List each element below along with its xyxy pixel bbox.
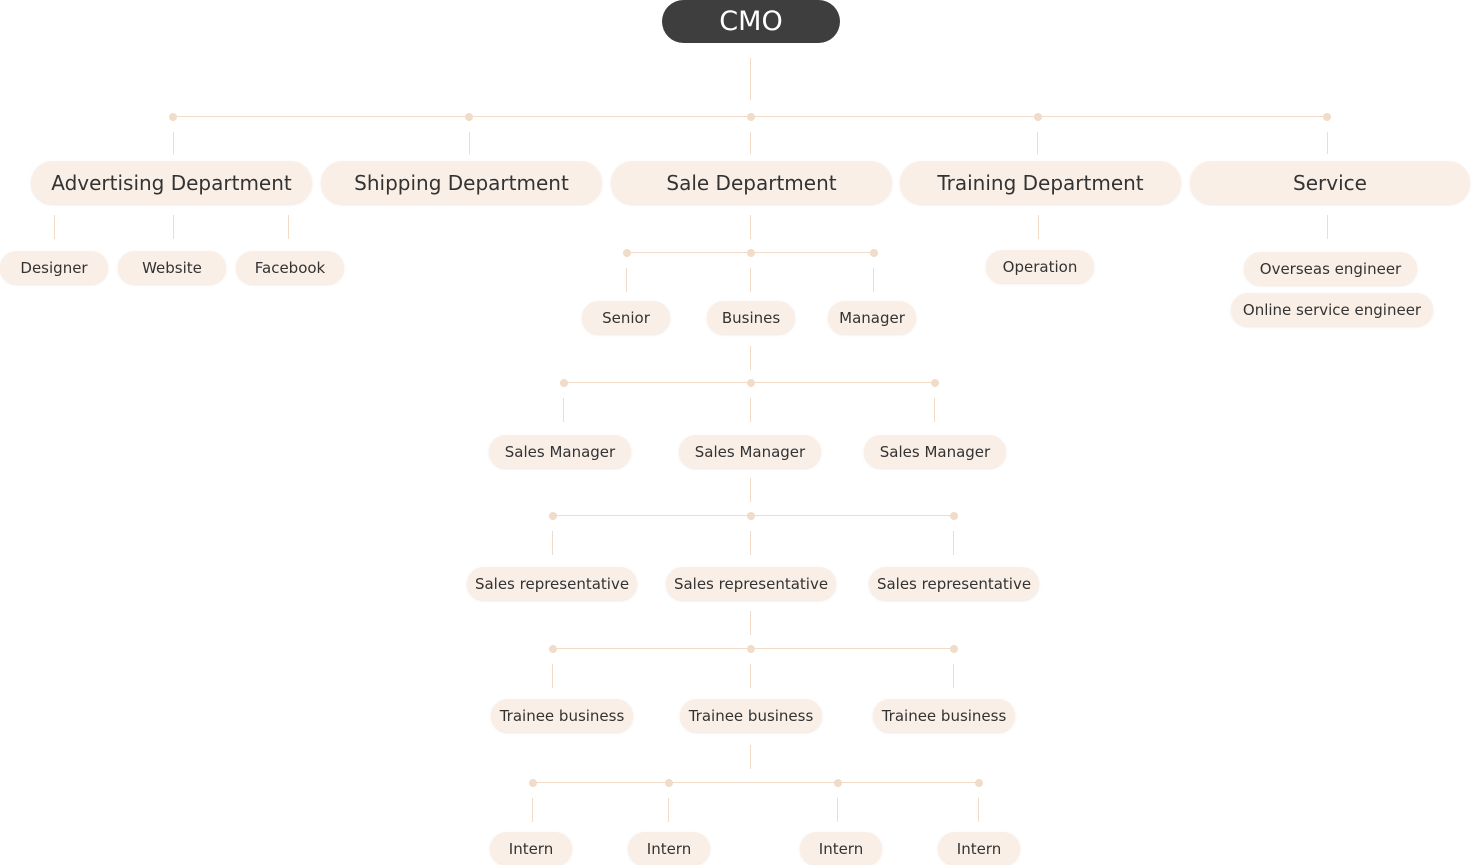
role-trainee-business: Trainee business — [680, 699, 822, 732]
role-online-service-engineer: Online service engineer — [1231, 293, 1433, 326]
role-facebook: Facebook — [236, 251, 344, 284]
role-sales-manager: Sales Manager — [679, 435, 821, 468]
role-designer: Designer — [0, 251, 108, 284]
department-shipping: Shipping Department — [321, 161, 602, 204]
connector-dot — [747, 512, 755, 520]
connector-dot — [549, 645, 557, 653]
connector-dot — [870, 249, 878, 257]
department-advertising: Advertising Department — [31, 161, 312, 204]
connector-dot — [950, 512, 958, 520]
connector — [552, 664, 553, 688]
connector-dot — [1034, 113, 1042, 121]
role-intern: Intern — [490, 832, 572, 865]
connector — [750, 478, 751, 502]
connector-dot — [465, 113, 473, 121]
role-intern: Intern — [938, 832, 1020, 865]
connector — [978, 798, 979, 822]
role-website: Website — [118, 251, 226, 284]
connector-dot — [747, 379, 755, 387]
role-sales-representative: Sales representative — [869, 567, 1039, 600]
connector — [750, 531, 751, 555]
role-sales-representative: Sales representative — [666, 567, 836, 600]
connector-dot — [169, 113, 177, 121]
role-operation: Operation — [986, 250, 1094, 283]
role-busines: Busines — [707, 301, 795, 334]
connector — [1327, 132, 1328, 154]
connector-dot — [975, 779, 983, 787]
connector — [750, 215, 751, 239]
department-sale: Sale Department — [611, 161, 892, 204]
role-trainee-business: Trainee business — [873, 699, 1015, 732]
connector-dot — [560, 379, 568, 387]
department-training: Training Department — [900, 161, 1181, 204]
role-sales-manager: Sales Manager — [489, 435, 631, 468]
connector — [552, 531, 553, 555]
role-intern: Intern — [800, 832, 882, 865]
connector-dot — [529, 779, 537, 787]
department-service: Service — [1190, 161, 1470, 204]
connector — [873, 268, 874, 292]
connector-dot — [931, 379, 939, 387]
role-senior: Senior — [582, 301, 670, 334]
role-trainee-business: Trainee business — [491, 699, 633, 732]
connector — [953, 531, 954, 555]
connector — [173, 215, 174, 239]
role-sales-manager: Sales Manager — [864, 435, 1006, 468]
connector — [1038, 215, 1039, 239]
connector — [750, 132, 751, 154]
connector — [532, 798, 533, 822]
connector — [837, 798, 838, 822]
connector-dot — [623, 249, 631, 257]
role-manager: Manager — [828, 301, 916, 334]
connector — [668, 798, 669, 822]
connector — [469, 132, 470, 154]
role-intern: Intern — [628, 832, 710, 865]
connector — [750, 664, 751, 688]
connector-dot — [747, 113, 755, 121]
connector — [750, 268, 751, 292]
role-overseas-engineer: Overseas engineer — [1244, 252, 1417, 285]
connector — [54, 215, 55, 239]
connector — [1327, 215, 1328, 239]
connector-dot — [834, 779, 842, 787]
connector — [288, 215, 289, 239]
connector — [563, 398, 564, 422]
connector — [953, 664, 954, 688]
connector — [533, 782, 979, 783]
connector-dot — [950, 645, 958, 653]
connector-dot — [747, 645, 755, 653]
cmo-node: CMO — [662, 0, 840, 43]
connector — [750, 346, 751, 370]
role-sales-representative: Sales representative — [467, 567, 637, 600]
connector-dot — [1323, 113, 1331, 121]
connector — [934, 398, 935, 422]
connector-dot — [747, 249, 755, 257]
connector — [1037, 132, 1038, 154]
connector — [626, 268, 627, 292]
connector — [750, 58, 751, 100]
connector — [750, 611, 751, 635]
connector — [750, 398, 751, 422]
connector — [173, 132, 174, 154]
connector-dot — [549, 512, 557, 520]
connector-dot — [665, 779, 673, 787]
connector — [750, 745, 751, 769]
